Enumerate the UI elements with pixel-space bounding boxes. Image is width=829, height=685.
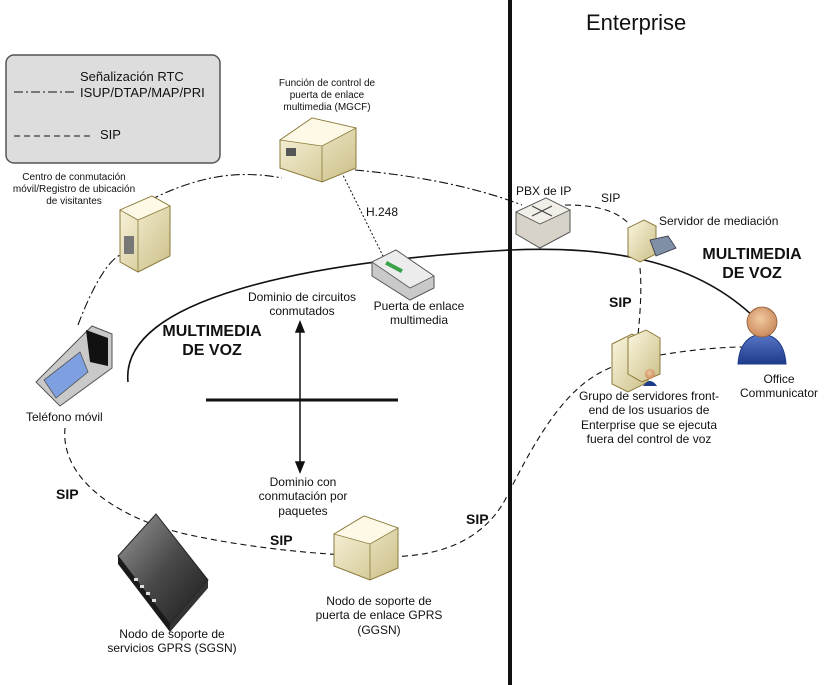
voice-multimedia-label-right: MULTIMEDIA DE VOZ	[702, 246, 802, 283]
voice-multimedia-label-left: MULTIMEDIA DE VOZ	[162, 323, 262, 360]
msc-label: Centro de conmutación móvil/Registro de …	[12, 172, 136, 207]
sip-label-pbx: SIP	[601, 191, 621, 205]
communicator-user-icon	[737, 306, 787, 365]
packet-domain-label: Dominio con conmutación por paquetes	[258, 475, 348, 518]
h248-link	[337, 164, 385, 259]
legend-sip-label: SIP	[100, 127, 121, 142]
frontend-label: Grupo de servidores front-end de los usu…	[578, 389, 720, 447]
mediation-server-icon	[627, 219, 677, 263]
pstn-signalling-links	[77, 169, 523, 326]
mgcf-label: Función de control de puerta de enlace m…	[278, 78, 376, 113]
h248-label: H.248	[366, 205, 399, 219]
phone-label: Teléfono móvil	[26, 410, 103, 424]
mgcf-server-icon	[278, 117, 358, 183]
sip-label-sgsn: SIP	[56, 486, 79, 502]
domain-double-arrow	[294, 319, 306, 475]
sip-links	[64, 204, 746, 558]
sgsn-label: Nodo de soporte de servicios GPRS (SGSN)	[107, 627, 237, 656]
mobile-phone-icon	[35, 325, 113, 407]
gateway-label: Puerta de enlace multimedia	[373, 299, 465, 328]
ggsn-server-icon	[332, 515, 399, 581]
voice-multimedia-path	[127, 248, 756, 383]
circuit-domain-label: Dominio de circuitos conmutados	[247, 290, 357, 319]
mediation-label: Servidor de mediación	[659, 214, 779, 228]
enterprise-zone-title: Enterprise	[586, 10, 687, 35]
pbx-label: PBX de IP	[516, 184, 572, 198]
legend-pstn-line2: ISUP/DTAP/MAP/PRI	[80, 84, 205, 100]
ggsn-label: Nodo de soporte de puerta de enlace GPRS…	[315, 594, 443, 637]
sgsn-device-icon	[117, 513, 209, 632]
communicator-label: Office Communicator	[739, 372, 819, 401]
ip-pbx-icon	[515, 197, 571, 249]
msc-tower-icon	[119, 195, 171, 273]
legend-pstn-line1: Señalización RTC	[80, 69, 184, 84]
media-gateway-icon	[371, 249, 435, 301]
legend-pstn-label: Señalización RTC ISUP/DTAP/MAP/PRI	[80, 69, 220, 100]
sip-label-ggsn-left: SIP	[270, 532, 293, 548]
sip-label-ggsn-right: SIP	[466, 511, 489, 527]
frontend-servers-icon	[611, 329, 661, 393]
sip-label-frontend: SIP	[609, 294, 632, 310]
